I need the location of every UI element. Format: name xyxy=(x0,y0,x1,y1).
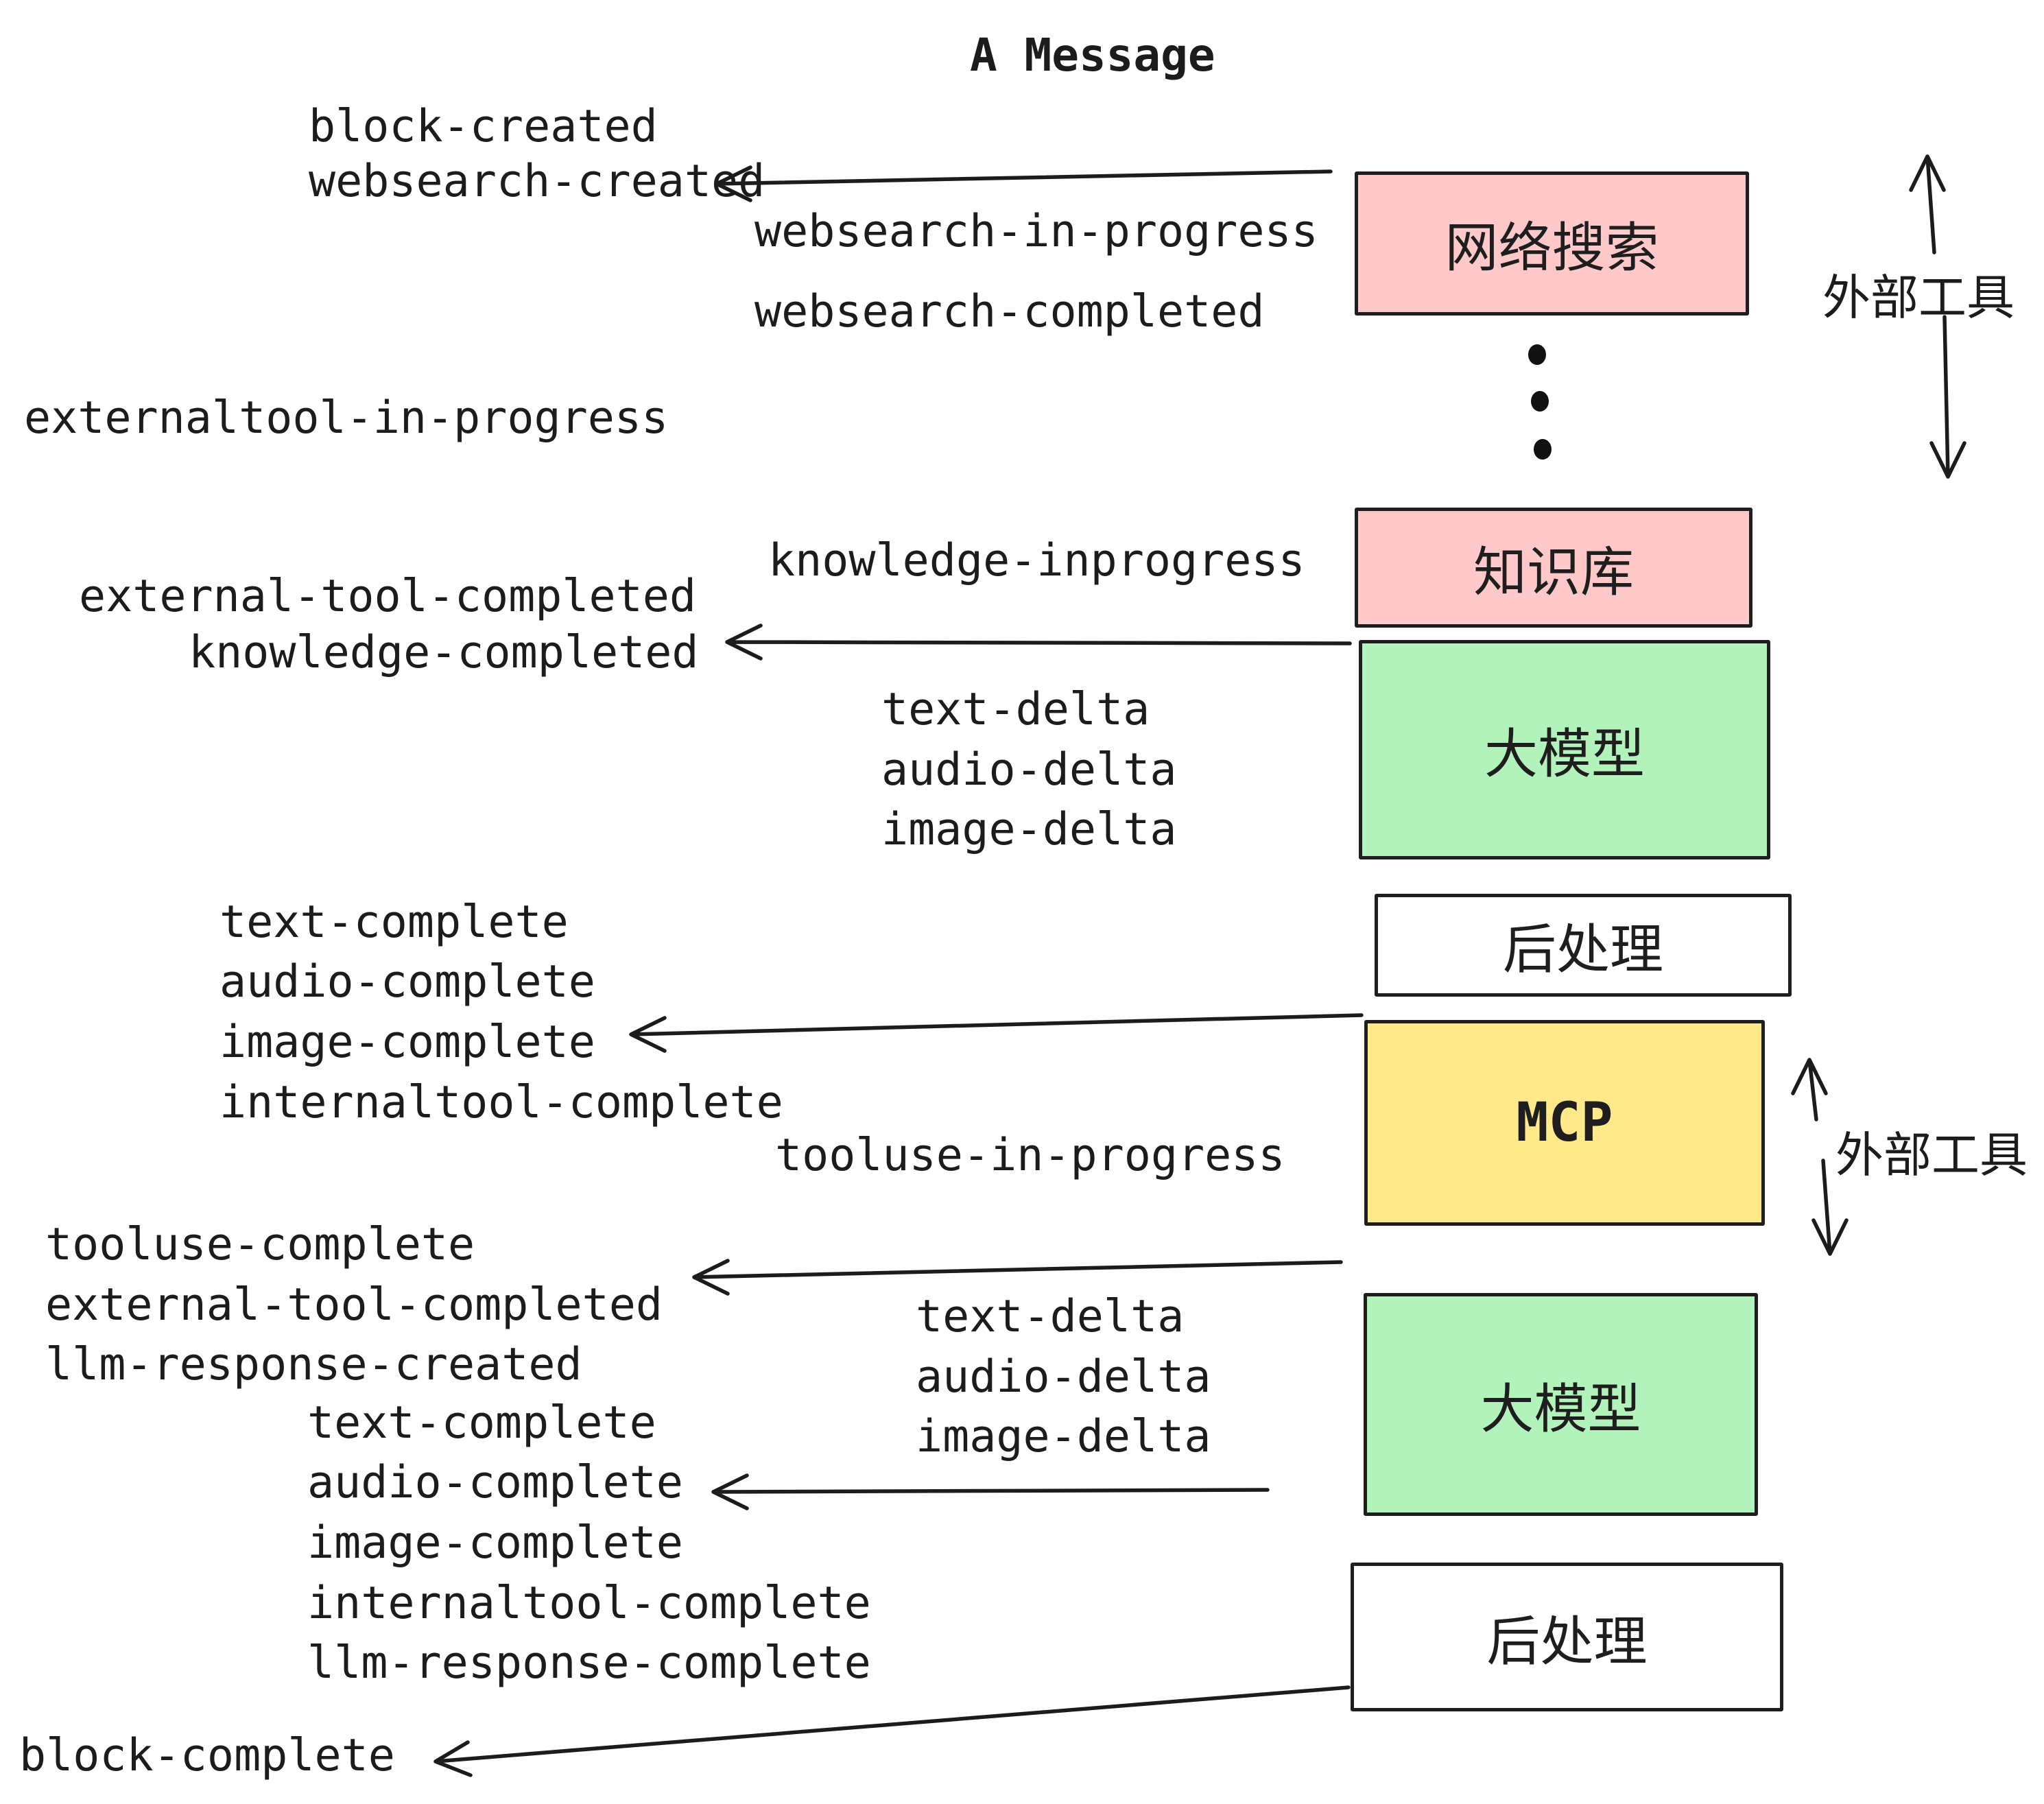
label-audio-complete-2: audio-complete xyxy=(307,1457,683,1508)
box-postprocess-2: 后处理 xyxy=(1351,1563,1783,1711)
box-websearch: 网络搜索 xyxy=(1355,171,1749,316)
label-websearch-completed: websearch-completed xyxy=(754,286,1265,337)
label-text-delta-1: text-delta xyxy=(881,684,1150,735)
box-postprocess-2-label: 后处理 xyxy=(1486,1611,1648,1673)
label-text-complete-1: text-complete xyxy=(219,897,569,948)
ellipsis-dot-1 xyxy=(1528,344,1546,365)
box-llm-1: 大模型 xyxy=(1359,640,1770,859)
arrow-to-block-complete-icon xyxy=(433,1685,1351,1777)
label-knowledge-completed: knowledge-completed xyxy=(189,627,699,678)
label-llm-response-created: llm-response-created xyxy=(45,1339,582,1390)
label-externaltool-in-progress: externaltool-in-progress xyxy=(24,392,669,444)
side-label-external-tools-top: 外部工具 xyxy=(1822,270,2015,326)
box-knowledge: 知识库 xyxy=(1355,508,1752,628)
box-mcp-label: MCP xyxy=(1516,1092,1613,1154)
label-internaltool-complete-1: internaltool-complete xyxy=(219,1077,783,1128)
label-image-delta-2: image-delta xyxy=(916,1411,1211,1462)
arrow-to-audio-complete-icon xyxy=(711,1473,1270,1510)
diagram-title: A Message xyxy=(970,29,1215,82)
label-knowledge-inprogress: knowledge-inprogress xyxy=(768,535,1305,586)
label-llm-response-complete: llm-response-complete xyxy=(307,1637,871,1689)
label-websearch-in-progress: websearch-in-progress xyxy=(754,206,1318,257)
label-block-created: block-created xyxy=(309,101,658,152)
arrow-to-image-complete-icon xyxy=(629,1013,1364,1053)
box-llm-1-label: 大模型 xyxy=(1484,724,1645,785)
arrow-to-websearch-created-icon xyxy=(715,165,1333,202)
box-llm-2-label: 大模型 xyxy=(1480,1378,1641,1440)
label-tooluse-complete: tooluse-complete xyxy=(45,1219,475,1270)
label-websearch-created: websearch-created xyxy=(309,156,765,207)
external-tools-top-up-arrow-icon xyxy=(1909,154,1946,254)
label-audio-delta-1: audio-delta xyxy=(881,744,1177,796)
label-image-delta-1: image-delta xyxy=(881,804,1177,855)
label-tooluse-in-progress: tooluse-in-progress xyxy=(775,1130,1285,1181)
label-text-delta-2: text-delta xyxy=(916,1291,1185,1342)
label-external-tool-completed-2: external-tool-completed xyxy=(45,1279,663,1331)
external-tools-top-down-arrow-icon xyxy=(1929,315,1966,479)
label-audio-delta-2: audio-delta xyxy=(916,1351,1211,1403)
external-tools-bottom-up-arrow-icon xyxy=(1791,1058,1828,1121)
box-postprocess-1-label: 后处理 xyxy=(1502,919,1663,981)
label-text-complete-2: text-complete xyxy=(307,1397,656,1449)
label-image-complete-2: image-complete xyxy=(307,1517,683,1569)
arrow-to-tooluse-complete-icon xyxy=(692,1259,1343,1296)
box-postprocess-1: 后处理 xyxy=(1375,894,1792,997)
label-block-complete: block-complete xyxy=(19,1730,395,1781)
side-label-external-tools-bottom: 外部工具 xyxy=(1835,1127,2028,1183)
box-llm-2: 大模型 xyxy=(1364,1293,1758,1516)
box-knowledge-label: 知识库 xyxy=(1473,541,1634,604)
label-internaltool-complete-2: internaltool-complete xyxy=(307,1578,871,1629)
arrow-to-knowledge-completed-icon xyxy=(725,624,1352,661)
label-audio-complete-1: audio-complete xyxy=(219,956,595,1008)
box-mcp: MCP xyxy=(1364,1020,1765,1226)
label-image-complete-1: image-complete xyxy=(219,1017,595,1068)
ellipsis-dot-2 xyxy=(1531,391,1549,412)
box-websearch-label: 网络搜索 xyxy=(1445,217,1659,279)
label-external-tool-completed: external-tool-completed xyxy=(79,571,697,622)
ellipsis-dot-3 xyxy=(1534,439,1552,460)
